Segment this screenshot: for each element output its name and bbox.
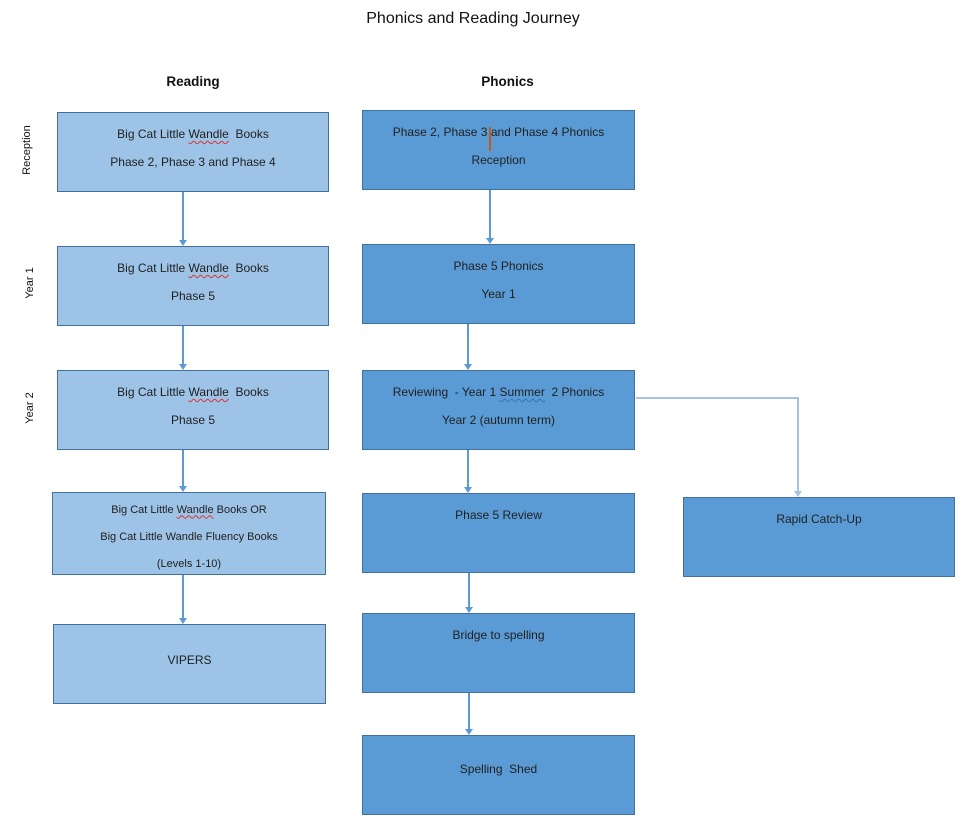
- connector-arrow-phonics-5-6: [464, 693, 473, 735]
- connector-arrow-phonics-3-4: [463, 450, 472, 493]
- text-cursor-caret: [489, 127, 491, 151]
- connector-arrow-phonics-4-5: [464, 573, 473, 613]
- box-text-line: Phase 5: [170, 289, 216, 303]
- text-segment: Books: [228, 261, 269, 275]
- box-text-line: Bridge to spelling: [452, 628, 545, 642]
- flow-box-reading-fluency-books: Big Cat Little Wandle Books OR Big Cat L…: [52, 492, 326, 575]
- arrowhead: [178, 364, 187, 370]
- box-text-line: Phase 2, Phase 3 and Phase 4: [110, 155, 276, 169]
- arrowhead: [463, 364, 472, 370]
- misspelled-word: Wandle: [188, 127, 229, 141]
- box-text-line: (Levels 1-10): [156, 557, 222, 570]
- flow-box-phonics-spelling-shed: Spelling Shed: [362, 735, 635, 815]
- connector-arrow-reading-3-4: [178, 450, 187, 492]
- box-text-line: Big Cat Little Wandle Books: [58, 254, 328, 282]
- box-text-line: Rapid Catch-Up: [776, 512, 862, 526]
- arrowhead: [464, 729, 473, 735]
- row-label-year-1: Year 1: [24, 267, 36, 299]
- flow-box-reading-vipers: VIPERS: [53, 624, 326, 704]
- box-text-line: VIPERS: [167, 653, 212, 667]
- connector-arrow-reading-2-3: [178, 326, 187, 370]
- box-text-line: Year 1: [481, 287, 516, 301]
- connector-arrow-phonics-2-3: [463, 324, 472, 370]
- arrowhead: [463, 487, 472, 493]
- flow-box-phonics-reception: Phase 2, Phase 3 and Phase 4 Phonics Rec…: [362, 110, 635, 190]
- arrowhead: [794, 491, 802, 497]
- flow-box-phonics-review-year-2: Reviewing - Year 1 Summer 2 Phonics Year…: [362, 370, 635, 450]
- connector-arrow-reading-4-5: [178, 575, 187, 624]
- connector-arrow-phonics-1-2: [485, 190, 494, 244]
- text-segment: Big Cat Little: [117, 385, 189, 399]
- box-text-line: Reviewing - Year 1 Summer 2 Phonics: [363, 378, 634, 406]
- arrowhead: [178, 618, 187, 624]
- box-text-line: Year 2 (autumn term): [442, 413, 555, 427]
- column-header-phonics: Phonics: [481, 74, 534, 89]
- row-label-year-2: Year 2: [24, 392, 36, 424]
- column-header-reading: Reading: [166, 74, 220, 89]
- connector-arrow-reading-1-2: [178, 192, 187, 246]
- text-segment: Books: [228, 127, 269, 141]
- elbow-connector-vertical: [797, 397, 799, 491]
- flow-box-phonics-phase-5-review: Phase 5 Review: [362, 493, 635, 573]
- text-segment: Books: [228, 385, 269, 399]
- text-segment: Big Cat Little: [111, 503, 177, 516]
- text-segment: 2 Phonics: [544, 385, 605, 399]
- text-segment: Reviewing - Year 1: [392, 385, 500, 399]
- flow-box-reading-year-1: Big Cat Little Wandle Books Phase 5: [57, 246, 329, 326]
- box-text-line: Big Cat Little Wandle Fluency Books: [100, 530, 278, 543]
- box-text-line: Phase 5 Review: [455, 508, 542, 522]
- box-text-line: Big Cat Little Wandle Books: [58, 378, 328, 406]
- arrowhead: [178, 240, 187, 246]
- box-text-line: Big Cat Little Wandle Books: [58, 120, 328, 148]
- misspelled-word: Wandle: [188, 385, 229, 399]
- box-text-line: Spelling Shed: [459, 762, 538, 776]
- box-text-line: Big Cat Little Wandle Books OR: [53, 497, 325, 524]
- text-segment: Books OR: [213, 503, 267, 516]
- text-segment: Big Cat Little: [117, 261, 189, 275]
- flow-box-rapid-catch-up: Rapid Catch-Up: [683, 497, 955, 577]
- flow-box-reading-reception: Big Cat Little Wandle Books Phase 2, Pha…: [57, 112, 329, 192]
- flow-box-phonics-bridge-to-spelling: Bridge to spelling: [362, 613, 635, 693]
- flow-box-phonics-year-1: Phase 5 Phonics Year 1: [362, 244, 635, 324]
- grammar-flagged-word: Summer: [499, 385, 545, 399]
- arrowhead: [485, 238, 494, 244]
- arrowhead: [178, 486, 187, 492]
- text-segment: Big Cat Little: [117, 127, 189, 141]
- elbow-connector-horizontal: [636, 397, 799, 399]
- box-text-line: Phase 5 Phonics: [453, 259, 544, 273]
- flow-box-reading-year-2: Big Cat Little Wandle Books Phase 5: [57, 370, 329, 450]
- row-label-reception: Reception: [21, 125, 33, 175]
- box-text-line: Reception: [471, 153, 526, 167]
- box-text-line: Phase 2, Phase 3 and Phase 4 Phonics: [392, 125, 605, 139]
- misspelled-word: Wandle: [188, 261, 229, 275]
- arrowhead: [464, 607, 473, 613]
- misspelled-word: Wandle: [176, 503, 214, 516]
- box-text-line: Phase 5: [170, 413, 216, 427]
- page-title: Phonics and Reading Journey: [366, 10, 580, 27]
